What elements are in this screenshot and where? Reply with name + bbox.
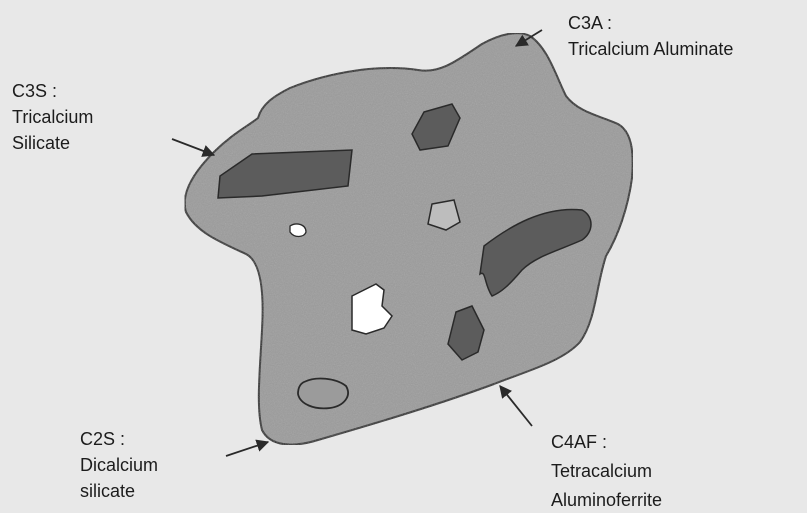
label-c3a-name-line-1: Tricalcium Aluminate (568, 36, 733, 62)
arrow-c4af (500, 386, 532, 426)
label-c3s-name-line-2: Silicate (12, 130, 93, 156)
label-c4af-code: C4AF : (551, 428, 662, 457)
label-c2s-code: C2S : (80, 426, 158, 452)
label-c2s-name-line-2: silicate (80, 478, 158, 504)
light-crystal-phase (428, 200, 460, 230)
label-c4af-name-line-2: Aluminoferrite (551, 486, 662, 513)
pore-void-small (290, 224, 306, 237)
c2s-crystal-phase (298, 379, 348, 409)
label-c2s-name-line-1: Dicalcium (80, 452, 158, 478)
arrow-c2s (226, 442, 268, 456)
label-c3a-code: C3A : (568, 10, 733, 36)
label-c3s: C3S : Tricalcium Silicate (12, 78, 93, 156)
label-c3a: C3A : Tricalcium Aluminate (568, 10, 733, 62)
label-c2s: C2S : Dicalcium silicate (80, 426, 158, 504)
arrow-c3s (172, 139, 214, 155)
label-c3s-code: C3S : (12, 78, 93, 104)
label-c3s-name-line-1: Tricalcium (12, 104, 93, 130)
label-c4af: C4AF : Tetracalcium Aluminoferrite (551, 428, 662, 513)
label-c4af-name-line-1: Tetracalcium (551, 457, 662, 486)
